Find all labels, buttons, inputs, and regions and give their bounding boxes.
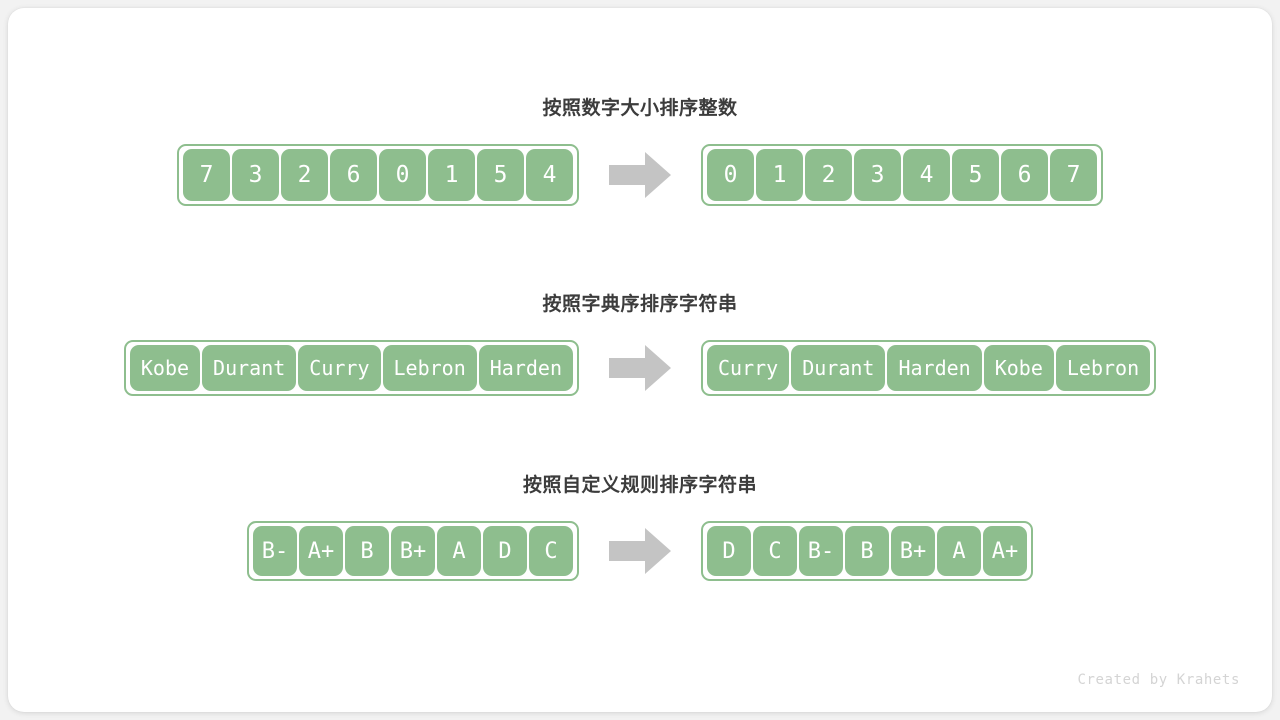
array-cell: 3 [232,149,279,201]
array-cell: 1 [756,149,803,201]
array-cell: 0 [707,149,754,201]
array-cell: Harden [478,345,573,391]
array-cell: 7 [183,149,230,201]
credit-text: Created by Krahets [1077,672,1240,688]
array-cell: Curry [707,345,790,391]
array-cell: C [753,526,797,576]
array-cell: Lebron [1055,345,1151,391]
array-cell: 6 [1001,149,1048,201]
array-cell: B [345,526,389,576]
array-cell: D [707,526,751,576]
array-cell: B [845,526,889,576]
array-cell: A [937,526,981,576]
array-cell: Durant [202,345,297,391]
arrow-right-block-icon [609,152,671,198]
array-cell: A+ [983,526,1027,576]
section-title: 按照数字大小排序整数 [542,98,738,119]
array-cell: A [437,526,481,576]
array-cell: B+ [391,526,435,576]
array-cell: 5 [952,149,999,201]
array-cell: Durant [791,345,886,391]
array-cell: 7 [1050,149,1097,201]
array-cell: 2 [805,149,852,201]
section-title: 按照字典序排序字符串 [542,294,738,315]
array-cell: D [483,526,527,576]
array-cell: 1 [428,149,475,201]
array-cell: 0 [379,149,426,201]
section-title: 按照自定义规则排序字符串 [522,475,757,496]
array-cell: 3 [854,149,901,201]
array-cell: B- [253,526,297,576]
array-cell: 6 [330,149,377,201]
array-cell: C [529,526,573,576]
array-cell: Curry [298,345,381,391]
array-cell: 5 [477,149,524,201]
array-cell: 4 [903,149,950,201]
array-cell: Lebron [382,345,477,391]
array-cell: A+ [299,526,343,576]
array-cell: Kobe [983,345,1054,391]
array-cell: B+ [891,526,935,576]
array-cell: 4 [526,149,573,201]
array-cell: Kobe [129,345,201,391]
arrow-right-block-icon [609,345,671,391]
array-cell: Harden [887,345,982,391]
array-cell: 2 [281,149,328,201]
array-cell: B- [799,526,843,576]
arrow-right-block-icon [609,528,671,574]
